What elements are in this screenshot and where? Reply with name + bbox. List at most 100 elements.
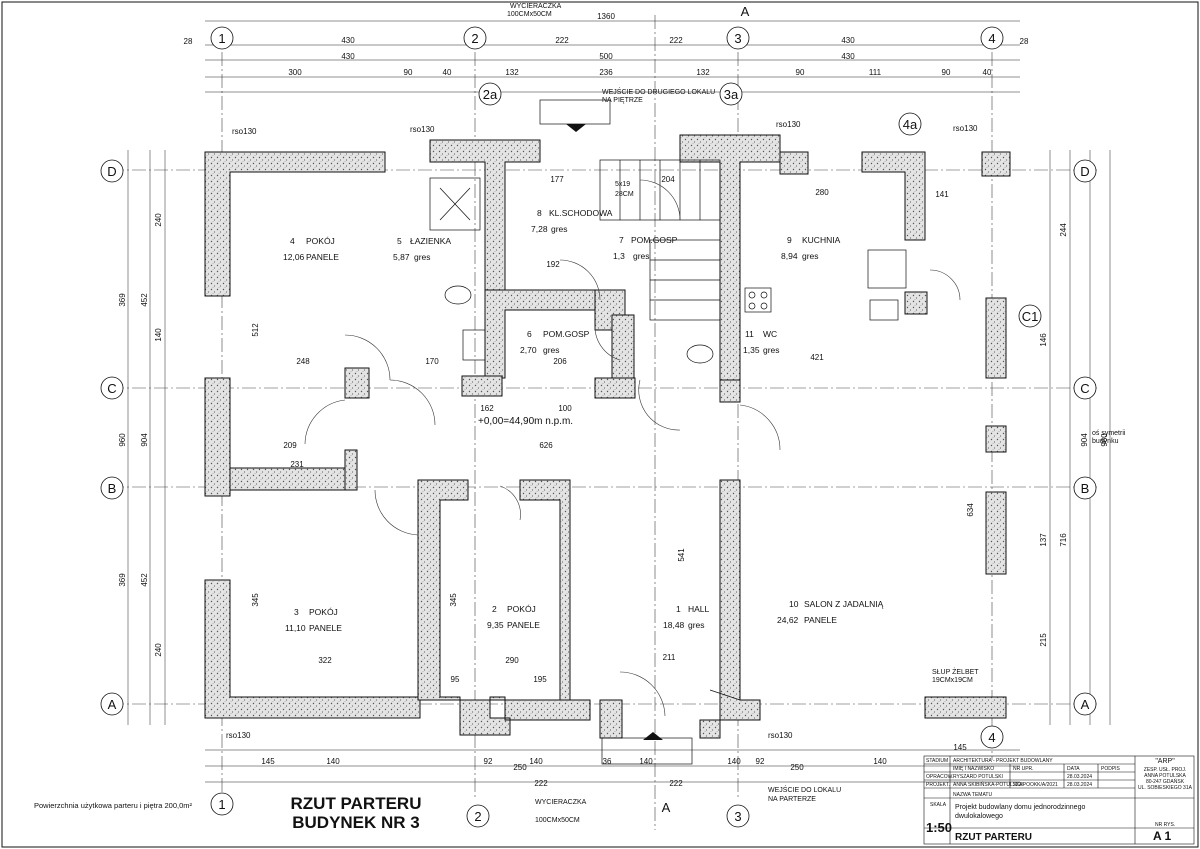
svg-text:KL.SCHODOWA: KL.SCHODOWA xyxy=(549,208,613,218)
svg-text:177: 177 xyxy=(550,175,564,184)
svg-text:132: 132 xyxy=(696,68,710,77)
svg-text:222: 222 xyxy=(669,779,683,788)
svg-text:OPRACOW.: OPRACOW. xyxy=(926,774,954,780)
svg-text:192: 192 xyxy=(546,260,560,269)
svg-text:Projekt budowlany domu jednoro: Projekt budowlany domu jednorodzinnego xyxy=(955,804,1085,811)
svg-text:8: 8 xyxy=(537,208,542,218)
svg-text:204: 204 xyxy=(661,175,675,184)
svg-text:195: 195 xyxy=(533,675,547,684)
axis-D-right: D xyxy=(1080,164,1089,179)
svg-text:2,70: 2,70 xyxy=(520,345,537,355)
svg-text:222: 222 xyxy=(534,779,548,788)
symmetry-label: oś symetrii xyxy=(1092,430,1126,437)
svg-text:132: 132 xyxy=(505,68,519,77)
room-7: 7 POM.GOSP 1,3 gres xyxy=(613,235,678,261)
svg-text:300: 300 xyxy=(288,68,302,77)
axis-3-bottom: 3 xyxy=(734,809,741,824)
svg-text:146: 146 xyxy=(1039,333,1048,347)
axis-1-bottom: 1 xyxy=(218,797,225,812)
level-mark: +0,00=44,90m n.p.m. xyxy=(478,416,573,427)
axis-C-right: C xyxy=(1080,381,1089,396)
axis-2-bottom: 2 xyxy=(474,809,481,824)
rso-label-3: rso130 xyxy=(776,120,801,129)
svg-text:369: 369 xyxy=(118,293,127,307)
svg-text:gres: gres xyxy=(543,345,560,355)
drawing-title: RZUT PARTERU BUDYNEK NR 3 xyxy=(291,794,422,832)
svg-text:145: 145 xyxy=(261,757,275,766)
axis-B-right: B xyxy=(1081,481,1090,496)
dimension-lines xyxy=(127,20,1111,783)
svg-text:222: 222 xyxy=(669,36,683,45)
stairs-tread: 28CM xyxy=(615,191,634,198)
svg-text:500: 500 xyxy=(599,52,613,61)
svg-text:24,62: 24,62 xyxy=(777,615,799,625)
svg-text:7: 7 xyxy=(619,235,624,245)
svg-text:140: 140 xyxy=(727,757,741,766)
svg-text:28: 28 xyxy=(184,37,193,46)
svg-text:140: 140 xyxy=(154,328,163,342)
sheet-title: RZUT PARTERU xyxy=(955,832,1032,843)
svg-text:6: 6 xyxy=(527,329,532,339)
svg-text:gres: gres xyxy=(763,345,780,355)
svg-text:452: 452 xyxy=(140,573,149,587)
svg-text:11: 11 xyxy=(745,329,754,339)
sheet-number: A 1 xyxy=(1153,829,1172,843)
room-6: 6 POM.GOSP 2,70 gres xyxy=(520,329,590,355)
entrance-upper-label-2: NA PIĘTRZE xyxy=(602,97,643,104)
axis-3a: 3a xyxy=(724,87,739,102)
room-4: 4 POKÓJ 12,06 PANELE xyxy=(283,236,339,262)
svg-text:11,10: 11,10 xyxy=(285,623,306,633)
rso-label-4: rso130 xyxy=(953,124,978,133)
rso-label-1: rso130 xyxy=(232,127,257,136)
section-label-top: A xyxy=(741,4,750,19)
svg-text:PANELE: PANELE xyxy=(306,252,339,262)
svg-text:1: 1 xyxy=(676,604,681,614)
svg-text:gres: gres xyxy=(633,251,650,261)
interior-lines xyxy=(429,99,907,765)
svg-text:ANNA SKIBIŃSKA-POTULSKA: ANNA SKIBIŃSKA-POTULSKA xyxy=(953,781,1023,788)
svg-text:ARCHITEKTURA - PROJEKT BUDOWLA: ARCHITEKTURA - PROJEKT BUDOWLANY xyxy=(953,758,1053,764)
svg-text:PANELE: PANELE xyxy=(804,615,837,625)
entrance-upper-label: WEJŚCIE DO DRUGIEGO LOKALU xyxy=(602,87,715,96)
svg-text:244: 244 xyxy=(1059,223,1068,237)
axis-C1: C1 xyxy=(1022,309,1039,324)
svg-text:345: 345 xyxy=(251,593,260,607)
svg-text:248: 248 xyxy=(296,357,310,366)
svg-text:PANELE: PANELE xyxy=(309,623,342,633)
doormat-bottom-size: 100CMx50CM xyxy=(535,817,580,824)
vertical-dimension-values: 960 904 240 369 452 140 166 452 369 240 … xyxy=(118,213,1109,657)
svg-text:250: 250 xyxy=(790,763,804,772)
room-5: 5 ŁAZIENKA 5,87 gres xyxy=(393,236,451,262)
svg-text:250: 250 xyxy=(513,763,527,772)
svg-text:716: 716 xyxy=(1059,533,1068,547)
svg-text:12,06: 12,06 xyxy=(283,252,305,262)
svg-text:960: 960 xyxy=(1100,433,1109,447)
svg-text:1360: 1360 xyxy=(597,12,615,21)
axis-4-bottom: 4 xyxy=(988,730,995,745)
svg-text:PANELE: PANELE xyxy=(507,620,540,630)
annotations: WYCIERACZKA 100CMx50CM WEJŚCIE DO DRUGIE… xyxy=(226,3,1126,824)
svg-text:430: 430 xyxy=(841,52,855,61)
svg-text:3: 3 xyxy=(294,607,299,617)
axis-2a: 2a xyxy=(483,87,498,102)
svg-text:PODPIS: PODPIS xyxy=(1101,766,1121,772)
usable-area-note: Powierzchnia użytkowa parteru i piętra 2… xyxy=(34,801,192,810)
room-labels: 4 POKÓJ 12,06 PANELE 5 ŁAZIENKA 5,87 gre… xyxy=(283,208,884,633)
svg-text:8,94: 8,94 xyxy=(781,251,798,261)
svg-text:240: 240 xyxy=(154,643,163,657)
svg-text:430: 430 xyxy=(341,52,355,61)
svg-text:ANNA POTULSKA: ANNA POTULSKA xyxy=(1144,773,1186,779)
svg-text:140: 140 xyxy=(529,757,543,766)
doormat-bottom-label: WYCIERACZKA xyxy=(535,799,587,806)
svg-text:DATA: DATA xyxy=(1067,766,1080,772)
svg-text:7,28: 7,28 xyxy=(531,224,548,234)
axis-A-right: A xyxy=(1081,697,1090,712)
svg-text:40: 40 xyxy=(983,68,992,77)
svg-text:960: 960 xyxy=(118,433,127,447)
rso-label-6: rso130 xyxy=(768,731,793,740)
svg-text:IMIĘ I NAZWISKO: IMIĘ I NAZWISKO xyxy=(953,766,994,772)
entrance-ground-label-2: NA PARTERZE xyxy=(768,796,816,803)
svg-text:ZESP. USŁ. PROJ.: ZESP. USŁ. PROJ. xyxy=(1144,767,1186,773)
svg-text:28: 28 xyxy=(1020,37,1029,46)
svg-text:9: 9 xyxy=(787,235,792,245)
